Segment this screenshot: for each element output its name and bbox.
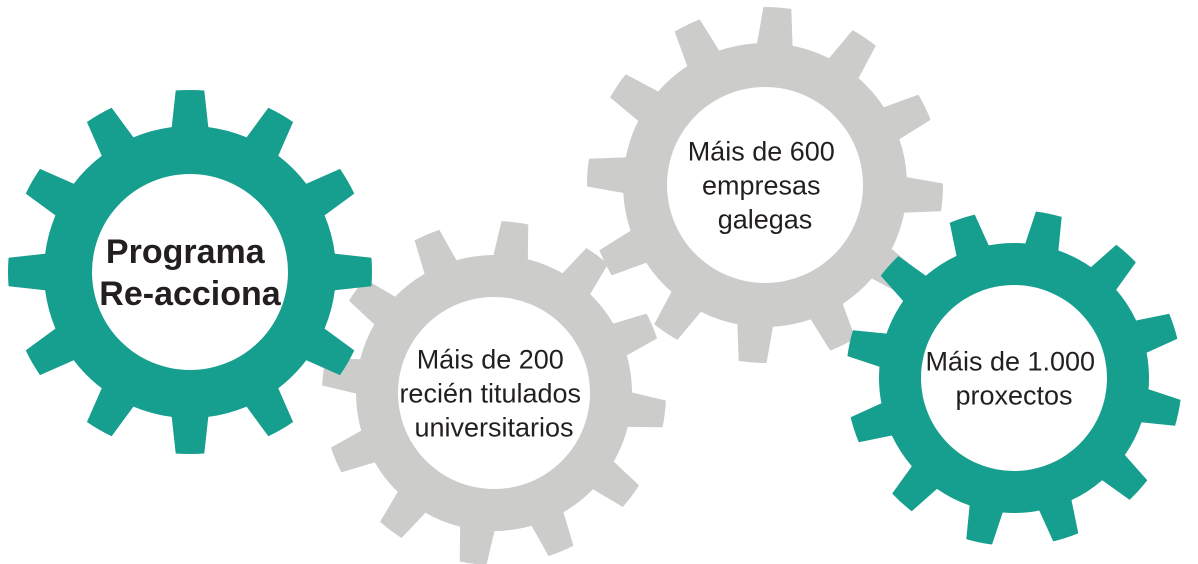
gear-empresas: Máis de 600 empresas galegas <box>587 7 943 363</box>
gear-titulados-line-2: recién titulados <box>399 378 581 408</box>
gear-titulados-label: Máis de 200 recién titulados universitar… <box>399 344 588 442</box>
gear-programa: Programa Re-acciona <box>7 89 373 455</box>
gear-programa-line-2: Re-acciona <box>99 275 281 313</box>
gear-titulados: Máis de 200 recién titulados universitar… <box>322 221 666 564</box>
gear-titulados-line-1: Máis de 200 <box>417 344 564 374</box>
gear-empresas-line-1: Máis de 600 <box>688 136 835 166</box>
gear-proxectos-line-2: proxectos <box>955 380 1072 410</box>
gear-empresas-line-3: galegas <box>718 204 813 234</box>
gear-proxectos-label: Máis de 1.000 proxectos <box>925 346 1102 410</box>
gear-programa-label: Programa Re-acciona <box>99 233 281 313</box>
gear-proxectos-line-1: Máis de 1.000 <box>925 346 1095 376</box>
gear-programa-hub <box>92 174 288 370</box>
gear-empresas-hub <box>667 87 863 283</box>
gear-empresas-label: Máis de 600 empresas galegas <box>688 136 843 234</box>
gear-proxectos-hub <box>921 285 1107 471</box>
gear-programa-line-1: Programa <box>106 233 266 271</box>
gear-titulados-line-3: universitarios <box>414 412 573 442</box>
gear-proxectos: Máis de 1.000 proxectos <box>847 211 1181 545</box>
gear-titulados-hub <box>398 297 590 489</box>
gear-empresas-line-2: empresas <box>702 170 821 200</box>
